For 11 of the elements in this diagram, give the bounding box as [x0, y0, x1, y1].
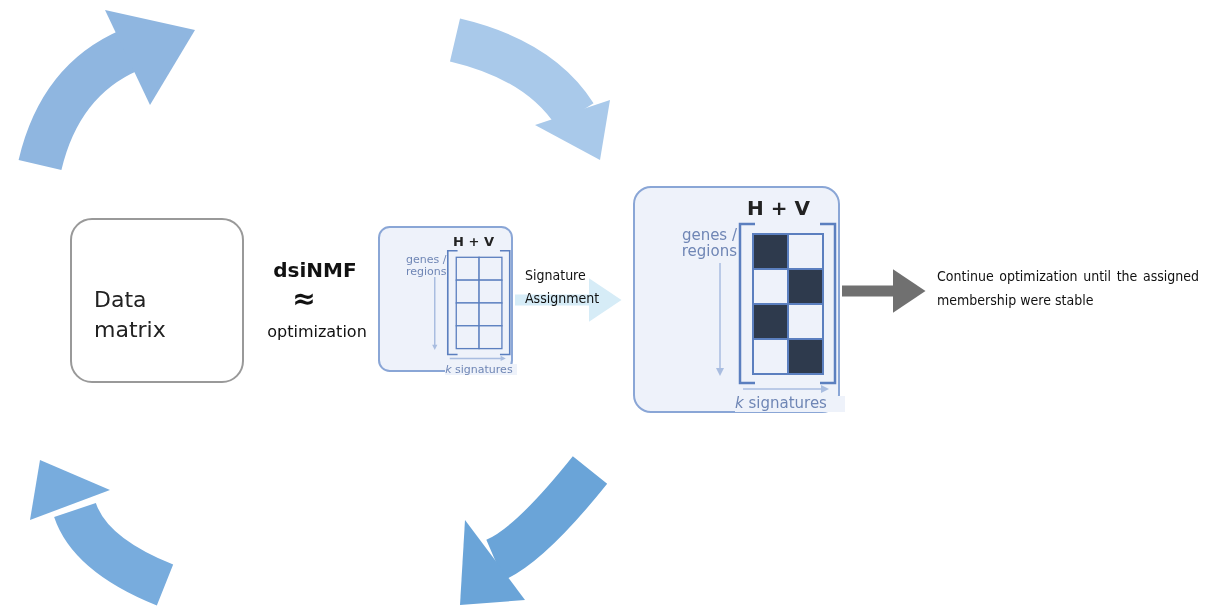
- node-text: Data matrix: [94, 286, 167, 344]
- arrow: [515, 278, 622, 322]
- formula-label: dsiNMF: [272, 258, 358, 282]
- edge-label: Signature Assignment: [525, 266, 601, 308]
- process-box: [70, 218, 244, 383]
- formula-label: optimization: [266, 322, 368, 341]
- node-text: Continue optimization until the assigned membership were stable: [937, 264, 1199, 314]
- axis-label: k signatures: [735, 396, 845, 412]
- axis-label: k signatures: [445, 363, 517, 376]
- approx-symbol: ≈: [291, 282, 317, 315]
- arrow: [842, 269, 926, 313]
